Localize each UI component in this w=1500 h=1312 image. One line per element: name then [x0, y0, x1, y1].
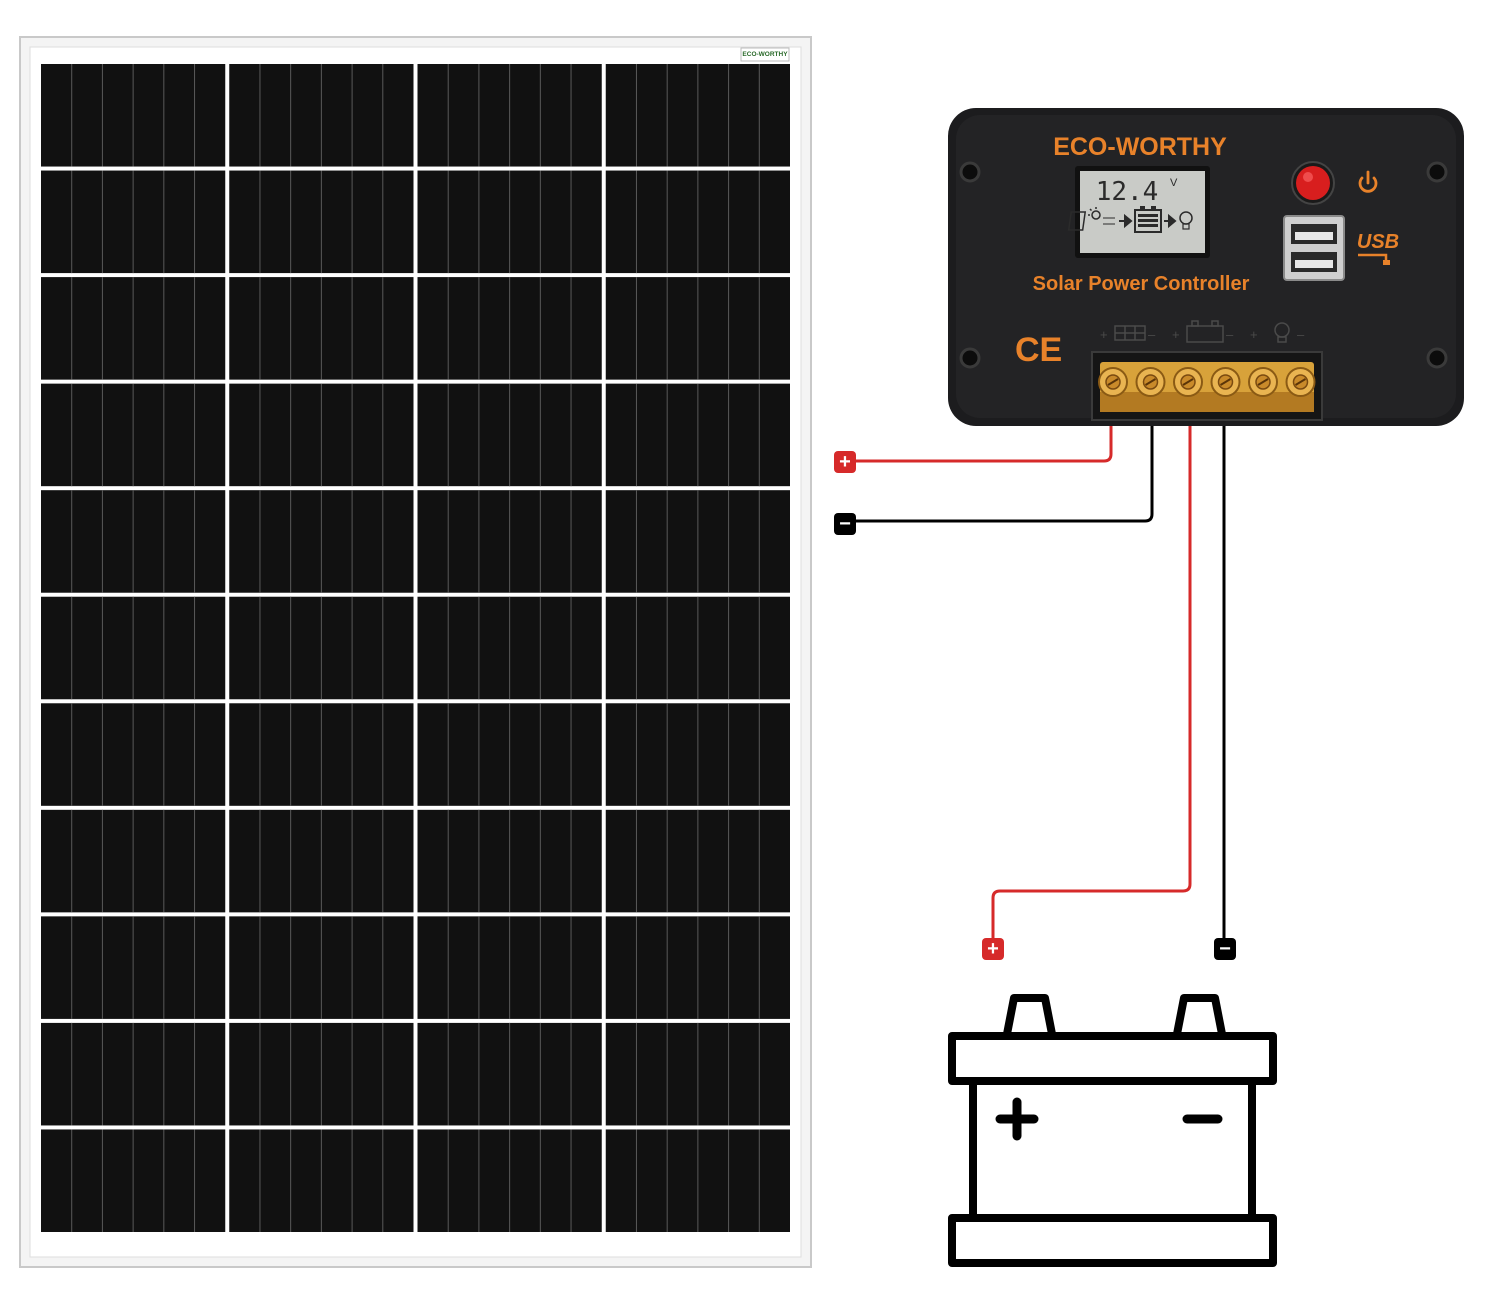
- battery-positive-marker: +: [982, 938, 1004, 960]
- lcd-panel-icon: [1067, 211, 1115, 231]
- lcd-arrow-icon: [1119, 213, 1133, 229]
- svg-text:–: –: [1226, 327, 1234, 342]
- terminal-screw-slot: [1219, 378, 1232, 386]
- terminal-load-icon: + –: [1250, 322, 1305, 343]
- terminal-screw-slot: [1182, 378, 1194, 386]
- lcd-sun-icon: [1088, 207, 1101, 220]
- terminal-labels: + – + – + –: [1100, 320, 1305, 343]
- svg-text:–: –: [1297, 327, 1305, 342]
- svg-text:+: +: [1250, 327, 1258, 342]
- lcd-voltage-unit: V: [1170, 177, 1178, 189]
- usb-icon: USB: [1357, 231, 1399, 265]
- panel-positive-marker: +: [834, 451, 856, 473]
- panel-negative-wire: [852, 425, 1154, 523]
- usb-ports[interactable]: [1283, 215, 1345, 281]
- battery-negative-post: [1173, 994, 1226, 1035]
- usb-label: USB: [1357, 231, 1399, 253]
- lcd-display: 12.4 V: [1067, 166, 1210, 258]
- terminal-panel-icon: + –: [1100, 325, 1156, 342]
- controller-title: Solar Power Controller: [1033, 273, 1250, 295]
- battery-base: [948, 1214, 1277, 1267]
- battery-positive-wire: [991, 425, 1192, 940]
- lcd-voltage-reading: 12.4: [1096, 177, 1159, 207]
- panel-negative-marker: −: [834, 513, 856, 535]
- wires: + − + −: [834, 425, 1236, 960]
- svg-text:+: +: [839, 451, 851, 473]
- panel-positive-wire: [852, 425, 1113, 463]
- terminal-block: [1091, 351, 1323, 421]
- battery-positive-post: [1003, 994, 1056, 1035]
- svg-text:−: −: [1219, 938, 1231, 960]
- mounting-holes: [959, 161, 1448, 369]
- terminal-battery-icon: + –: [1172, 320, 1234, 343]
- battery-negative-marker: −: [1214, 938, 1236, 960]
- battery-icon: [948, 994, 1277, 1267]
- panel-label-brand: ECO-WORTHY: [742, 51, 788, 58]
- lcd-bulb-icon: [1179, 211, 1193, 230]
- svg-text:+: +: [1100, 327, 1108, 342]
- svg-text:+: +: [1172, 327, 1180, 342]
- terminal-screw-slot: [1144, 378, 1157, 386]
- panel-label-sticker: ECO-WORTHY: [740, 47, 790, 62]
- terminal-screws: [1098, 367, 1316, 397]
- solar-panel: ECO-WORTHY: [19, 36, 812, 1268]
- terminal-screw-slot: [1294, 378, 1307, 386]
- panel-cell-grid: [41, 64, 790, 1232]
- power-button[interactable]: [1291, 161, 1335, 205]
- svg-text:−: −: [839, 513, 851, 535]
- battery-plus-symbol: [995, 1097, 1039, 1141]
- charge-controller: ECO-WORTHY 12.4 V: [948, 108, 1464, 426]
- terminal-screw-slot: [1107, 378, 1119, 386]
- ce-mark: CE: [1015, 331, 1062, 369]
- lcd-arrow-icon: [1164, 213, 1177, 229]
- power-icon: [1358, 170, 1378, 193]
- svg-text:–: –: [1148, 327, 1156, 342]
- lcd-battery-icon: [1134, 206, 1162, 233]
- controller-brand: ECO-WORTHY: [1053, 133, 1227, 161]
- battery-lid: [948, 1032, 1277, 1085]
- terminal-screw-slot: [1257, 378, 1269, 386]
- svg-text:+: +: [987, 938, 999, 960]
